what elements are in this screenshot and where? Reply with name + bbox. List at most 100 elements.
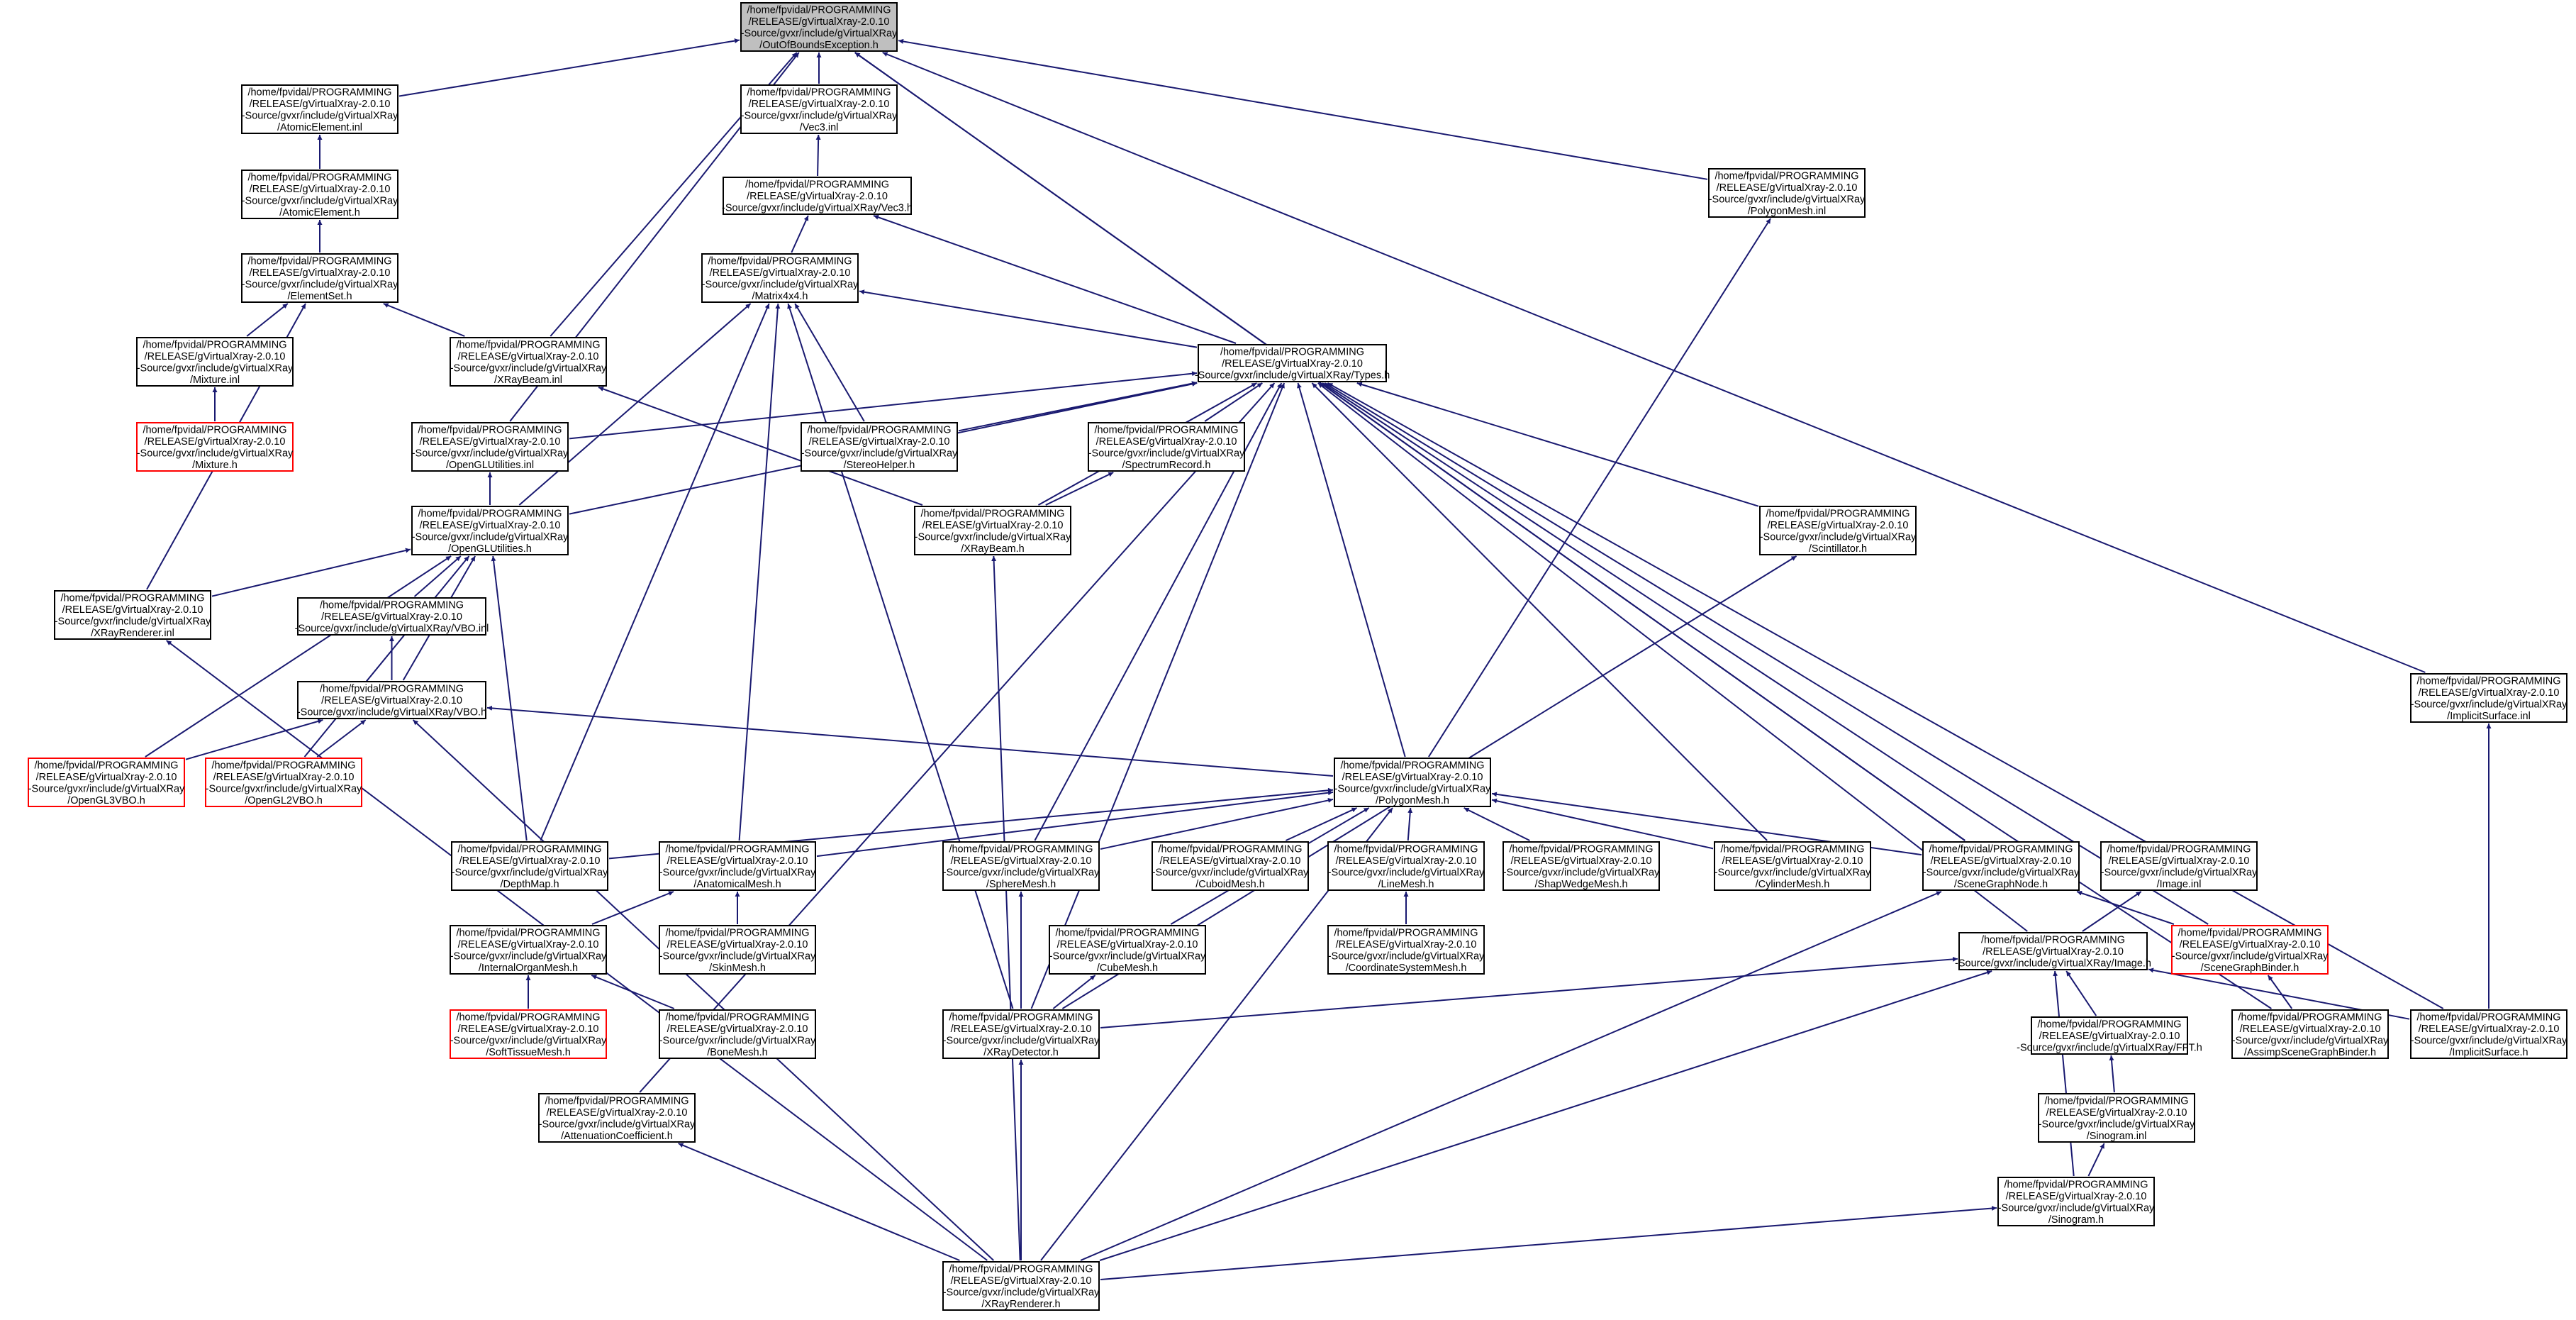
node-vboh[interactable]: /home/fpvidal/PROGRAMMING/RELEASE/gVirtu… — [297, 681, 486, 719]
node-skin[interactable]: /home/fpvidal/PROGRAMMING/RELEASE/gVirtu… — [659, 925, 816, 975]
node-label-line: /RELEASE/gVirtualXray-2.0.10 — [2006, 1191, 2147, 1202]
node-box — [2038, 1093, 2195, 1143]
node-label-line: /home/fpvidal/PROGRAMMING — [1220, 347, 1364, 358]
node-label-line: /RELEASE/gVirtualXray-2.0.10 — [1768, 520, 1909, 531]
node-vec3h[interactable]: /home/fpvidal/PROGRAMMING/RELEASE/gVirtu… — [722, 177, 913, 215]
node-oob[interactable]: /home/fpvidal/PROGRAMMING/RELEASE/gVirtu… — [740, 2, 898, 52]
node-label-line: /Image.inl — [2157, 879, 2202, 890]
node-xrayrendh[interactable]: /home/fpvidal/PROGRAMMING/RELEASE/gVirtu… — [942, 1261, 1100, 1311]
node-label-line: -Source/gvxr/include/gVirtualXRay — [659, 950, 816, 962]
node-label-line: /Mixture.inl — [190, 375, 240, 386]
node-label-line: /RELEASE/gVirtualXray-2.0.10 — [2039, 1031, 2180, 1042]
edge-sinogramh-to-imageh — [2053, 970, 2075, 1177]
node-box — [2231, 1009, 2389, 1059]
node-label-line: /StereoHelper.h — [844, 460, 915, 471]
node-label-line: /home/fpvidal/PROGRAMMING — [320, 600, 464, 611]
node-detector[interactable]: /home/fpvidal/PROGRAMMING/RELEASE/gVirtu… — [942, 1009, 1100, 1059]
node-xraybeaminl[interactable]: /home/fpvidal/PROGRAMMING/RELEASE/gVirtu… — [450, 337, 607, 387]
node-ogl3vbo[interactable]: /home/fpvidal/PROGRAMMING/RELEASE/gVirtu… — [28, 758, 185, 807]
node-cylinder[interactable]: /home/fpvidal/PROGRAMMING/RELEASE/gVirtu… — [1714, 841, 1871, 891]
node-label-line: /RELEASE/gVirtualXray-2.0.10 — [951, 855, 1092, 867]
node-sinogramh[interactable]: /home/fpvidal/PROGRAMMING/RELEASE/gVirtu… — [1997, 1177, 2155, 1226]
node-label-line: -Source/gvxr/include/gVirtualXRay — [1088, 448, 1245, 459]
node-scintillator[interactable]: /home/fpvidal/PROGRAMMING/RELEASE/gVirtu… — [1759, 506, 1917, 555]
node-elementset[interactable]: /home/fpvidal/PROGRAMMING/RELEASE/gVirtu… — [241, 253, 398, 303]
node-label-line: -Source/gvxr/include/gVirtualXRay — [242, 110, 398, 121]
node-label-line: /home/fpvidal/PROGRAMMING — [1334, 927, 1478, 938]
node-oglutilinl[interactable]: /home/fpvidal/PROGRAMMING/RELEASE/gVirtu… — [411, 422, 569, 472]
node-depthmap[interactable]: /home/fpvidal/PROGRAMMING/RELEASE/gVirtu… — [451, 841, 608, 891]
node-polymeshh[interactable]: /home/fpvidal/PROGRAMMING/RELEASE/gVirtu… — [1334, 758, 1491, 807]
node-box — [450, 925, 607, 975]
node-label-line: -Source/gvxr/include/gVirtualXRay — [702, 279, 859, 290]
edge-vboinl-to-oglutilh — [413, 555, 462, 597]
node-soft[interactable]: /home/fpvidal/PROGRAMMING/RELEASE/gVirtu… — [450, 1009, 607, 1059]
node-label-line: -Source/gvxr/include/gVirtualXRay — [539, 1119, 696, 1130]
node-label-line: /CubeMesh.h — [1097, 963, 1158, 974]
edge-implicith-to-types — [1327, 382, 2444, 1009]
node-label-line: /home/fpvidal/PROGRAMMING — [2416, 1011, 2560, 1023]
node-linemesh[interactable]: /home/fpvidal/PROGRAMMING/RELEASE/gVirtu… — [1327, 841, 1485, 891]
node-sphere[interactable]: /home/fpvidal/PROGRAMMING/RELEASE/gVirtu… — [942, 841, 1100, 891]
node-implicith[interactable]: /home/fpvidal/PROGRAMMING/RELEASE/gVirtu… — [2410, 1009, 2567, 1059]
node-label-line: /Sinogram.inl — [2087, 1131, 2147, 1142]
node-ogl2vbo[interactable]: /home/fpvidal/PROGRAMMING/RELEASE/gVirtu… — [205, 758, 362, 807]
node-spectrum[interactable]: /home/fpvidal/PROGRAMMING/RELEASE/gVirtu… — [1088, 422, 1245, 472]
edge-ogl3vbo-to-vboh — [185, 719, 323, 760]
node-label-line: /home/fpvidal/PROGRAMMING — [2416, 675, 2560, 687]
node-assimp[interactable]: /home/fpvidal/PROGRAMMING/RELEASE/gVirtu… — [2231, 1009, 2389, 1059]
node-fft[interactable]: /home/fpvidal/PROGRAMMING/RELEASE/gVirtu… — [2017, 1016, 2202, 1055]
edge-xrayrendh-to-sinogramh — [1100, 1206, 1997, 1281]
node-label-line: /RELEASE/gVirtualXray-2.0.10 — [667, 1024, 808, 1035]
node-matrix[interactable]: /home/fpvidal/PROGRAMMING/RELEASE/gVirtu… — [701, 253, 859, 303]
node-sinograminl[interactable]: /home/fpvidal/PROGRAMMING/RELEASE/gVirtu… — [2038, 1093, 2195, 1143]
node-label-line: -Source/gvxr/include/gVirtualXRay — [412, 448, 569, 459]
node-imageh[interactable]: /home/fpvidal/PROGRAMMING/RELEASE/gVirtu… — [1955, 932, 2151, 970]
node-atomich[interactable]: /home/fpvidal/PROGRAMMING/RELEASE/gVirtu… — [241, 170, 398, 219]
node-label-line: -Source/gvxr/include/gVirtualXRay/Image.… — [1955, 958, 2151, 970]
node-label-line: /Sinogram.h — [2048, 1214, 2104, 1226]
edge-bone-to-internal — [591, 975, 675, 1009]
node-box — [1327, 841, 1485, 891]
node-label-line: /XRayDetector.h — [983, 1047, 1059, 1058]
node-oglutilh[interactable]: /home/fpvidal/PROGRAMMING/RELEASE/gVirtu… — [411, 506, 569, 555]
node-mixtureh[interactable]: /home/fpvidal/PROGRAMMING/RELEASE/gVirtu… — [136, 422, 294, 472]
edge-polymeshh-to-vboh — [486, 705, 1334, 777]
node-scenenode[interactable]: /home/fpvidal/PROGRAMMING/RELEASE/gVirtu… — [1922, 841, 2080, 891]
node-anatomical[interactable]: /home/fpvidal/PROGRAMMING/RELEASE/gVirtu… — [659, 841, 816, 891]
node-vboinl[interactable]: /home/fpvidal/PROGRAMMING/RELEASE/gVirtu… — [295, 597, 489, 636]
node-box — [659, 841, 816, 891]
node-label-line: /home/fpvidal/PROGRAMMING — [247, 172, 391, 183]
node-bone[interactable]: /home/fpvidal/PROGRAMMING/RELEASE/gVirtu… — [659, 1009, 816, 1059]
node-label-line: -Source/gvxr/include/gVirtualXRay — [450, 1035, 607, 1046]
node-attenuation[interactable]: /home/fpvidal/PROGRAMMING/RELEASE/gVirtu… — [538, 1093, 696, 1143]
node-box — [2031, 1016, 2188, 1055]
node-cuboid[interactable]: /home/fpvidal/PROGRAMMING/RELEASE/gVirtu… — [1152, 841, 1309, 891]
node-label-line: /RELEASE/gVirtualXray-2.0.10 — [2046, 1107, 2187, 1119]
node-stereo[interactable]: /home/fpvidal/PROGRAMMING/RELEASE/gVirtu… — [801, 422, 958, 472]
node-xraybeamh[interactable]: /home/fpvidal/PROGRAMMING/RELEASE/gVirtu… — [914, 506, 1071, 555]
node-implicitinl[interactable]: /home/fpvidal/PROGRAMMING/RELEASE/gVirtu… — [2410, 673, 2567, 723]
node-label-line: /SkinMesh.h — [709, 963, 766, 974]
node-label-line: -Source/gvxr/include/gVirtualXRay — [801, 448, 958, 459]
node-types[interactable]: /home/fpvidal/PROGRAMMING/RELEASE/gVirtu… — [1195, 344, 1390, 382]
node-vec3inl[interactable]: /home/fpvidal/PROGRAMMING/RELEASE/gVirtu… — [740, 84, 898, 134]
node-shapewedge[interactable]: /home/fpvidal/PROGRAMMING/RELEASE/gVirtu… — [1502, 841, 1660, 891]
node-cube[interactable]: /home/fpvidal/PROGRAMMING/RELEASE/gVirtu… — [1049, 925, 1206, 975]
node-label-line: /OpenGL2VBO.h — [245, 795, 323, 806]
node-internal[interactable]: /home/fpvidal/PROGRAMMING/RELEASE/gVirtu… — [450, 925, 607, 975]
node-coordsys[interactable]: /home/fpvidal/PROGRAMMING/RELEASE/gVirtu… — [1327, 925, 1485, 975]
node-label-line: /RELEASE/gVirtualXray-2.0.10 — [2109, 855, 2250, 867]
node-polymeshinl[interactable]: /home/fpvidal/PROGRAMMING/RELEASE/gVirtu… — [1708, 168, 1866, 218]
node-box — [136, 337, 294, 387]
node-imageinl[interactable]: /home/fpvidal/PROGRAMMING/RELEASE/gVirtu… — [2100, 841, 2258, 891]
node-atomicinl[interactable]: /home/fpvidal/PROGRAMMING/RELEASE/gVirtu… — [241, 84, 398, 134]
node-label-line: /home/fpvidal/PROGRAMMING — [143, 424, 286, 436]
node-label-line: -Source/gvxr/include/gVirtualXRay — [1760, 531, 1917, 543]
node-scenebinder[interactable]: /home/fpvidal/PROGRAMMING/RELEASE/gVirtu… — [2171, 925, 2329, 975]
node-label-line: /home/fpvidal/PROGRAMMING — [807, 424, 951, 436]
node-xrayrendinl[interactable]: /home/fpvidal/PROGRAMMING/RELEASE/gVirtu… — [54, 590, 211, 640]
node-label-line: /RELEASE/gVirtualXray-2.0.10 — [1057, 939, 1198, 950]
node-label-line: /AssimpSceneGraphBinder.h — [2244, 1047, 2376, 1058]
node-mixtureinl[interactable]: /home/fpvidal/PROGRAMMING/RELEASE/gVirtu… — [136, 337, 294, 387]
